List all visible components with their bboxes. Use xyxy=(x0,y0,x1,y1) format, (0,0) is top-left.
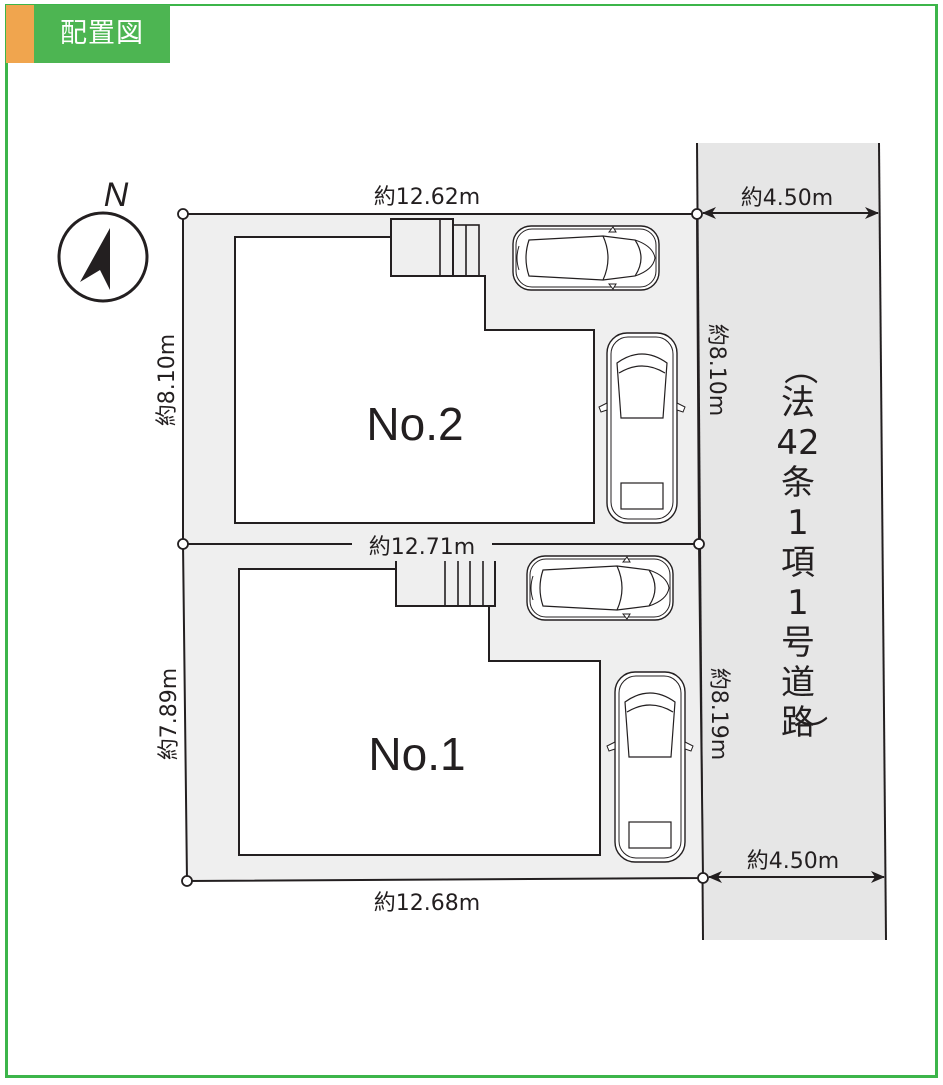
svg-text:道: 道 xyxy=(781,663,815,703)
house-no1: No.1 xyxy=(238,561,601,856)
svg-text:（: （ xyxy=(779,351,819,385)
road-label: （ 法 42 条 1 項 1 号 道 路 ） xyxy=(776,351,829,749)
dim-road-top: 約4.50m xyxy=(741,186,833,211)
dim-no2-left: 約8.10m xyxy=(155,334,180,426)
drawing-frame xyxy=(5,4,938,1078)
lot-label-no1: No.1 xyxy=(368,728,465,780)
svg-text:条: 条 xyxy=(781,463,815,503)
dim-road-bottom: 約4.50m xyxy=(747,849,839,874)
title-accent-bar xyxy=(6,5,34,63)
car-icon xyxy=(512,225,660,291)
title-tab: 配置図 xyxy=(6,5,170,63)
svg-text:1: 1 xyxy=(787,503,809,543)
page-title: 配置図 xyxy=(34,5,170,63)
car-icon xyxy=(606,671,694,863)
dim-no1-left: 約7.89m xyxy=(157,668,182,760)
car-icon xyxy=(598,332,686,524)
svg-text:）: ） xyxy=(789,715,829,749)
dim-no2-top: 約12.62m xyxy=(374,185,480,210)
car-icon xyxy=(526,555,674,621)
dim-no1-bottom: 約12.68m xyxy=(374,891,480,916)
house-no2: No.2 xyxy=(234,218,595,524)
svg-text:号: 号 xyxy=(781,623,815,663)
svg-text:1: 1 xyxy=(787,583,809,623)
svg-text:路: 路 xyxy=(781,703,815,743)
svg-text:法: 法 xyxy=(781,383,815,423)
dim-no1-right: 約8.19m xyxy=(706,668,731,760)
svg-text:42: 42 xyxy=(776,423,819,463)
svg-text:項: 項 xyxy=(781,543,815,583)
dim-shared-boundary: 約12.71m xyxy=(369,535,475,560)
compass-north-label: N xyxy=(104,176,129,214)
dim-no2-right: 約8.10m xyxy=(704,324,729,416)
lot-label-no2: No.2 xyxy=(366,398,463,450)
north-arrow-icon: N xyxy=(57,176,149,303)
